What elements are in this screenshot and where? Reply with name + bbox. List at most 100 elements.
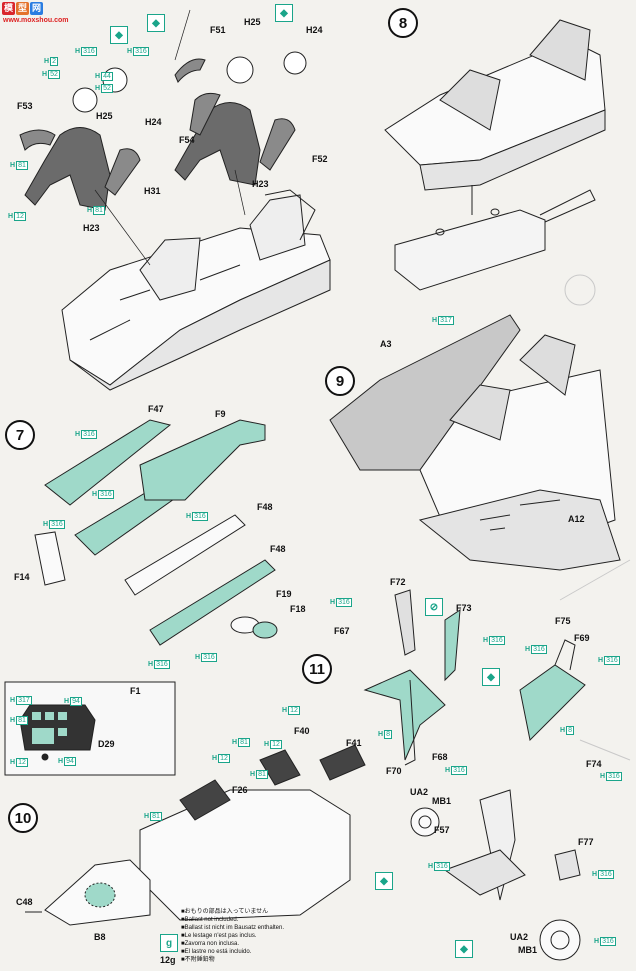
instrument-panel-inset: [4, 681, 176, 776]
color-prefix: H: [87, 207, 93, 214]
assemble-pair-icon: ◆: [275, 4, 293, 22]
color-code: 12: [288, 706, 300, 715]
fuselage-step9: [329, 314, 621, 571]
color-prefix: H: [75, 431, 81, 438]
part-label-F48: F48: [270, 544, 286, 554]
part-label-F41: F41: [346, 738, 362, 748]
step-number-7: 7: [5, 420, 35, 450]
color-prefix: H: [75, 48, 81, 55]
part-label-F51: F51: [210, 25, 226, 35]
color-prefix: H: [10, 717, 16, 724]
color-prefix: H: [148, 661, 154, 668]
landing-gear-step11: [363, 589, 586, 961]
color-code: 8: [384, 730, 392, 739]
color-prefix: H: [127, 48, 133, 55]
site-logo: 模 型 网: [2, 2, 44, 15]
part-label-F19: F19: [276, 589, 292, 599]
part-label-F75: F75: [555, 616, 571, 626]
color-code: 316: [531, 645, 547, 654]
logo-char-2: 型: [16, 2, 29, 15]
color-prefix: H: [592, 871, 598, 878]
faded-background-art: [559, 274, 631, 761]
color-prefix: H: [330, 599, 336, 606]
color-code: 52: [101, 84, 113, 93]
color-code: 316: [434, 862, 450, 871]
color-prefix: H: [428, 863, 434, 870]
logo-char-1: 模: [2, 2, 15, 15]
color-prefix: H: [560, 727, 566, 734]
color-prefix: H: [600, 773, 606, 780]
part-label-F47: F47: [148, 404, 164, 414]
part-label-F52: F52: [312, 154, 328, 164]
part-label-A12: A12: [568, 514, 585, 524]
color-code: 8: [566, 726, 574, 735]
color-code: 12: [16, 758, 28, 767]
logo-char-3: 网: [30, 2, 43, 15]
part-label-MB1: MB1: [432, 796, 452, 806]
note-line: ■Ballast ist nicht im Bausatz enthalten.: [181, 925, 285, 931]
color-code: 317: [438, 316, 454, 325]
part-label-F67: F67: [334, 626, 350, 636]
color-prefix: H: [264, 741, 270, 748]
part-label-H23: H23: [252, 179, 269, 189]
color-code: 316: [600, 937, 616, 946]
ballast-weight: 12g: [160, 955, 176, 965]
color-code: 316: [98, 490, 114, 499]
part-label-H24: H24: [145, 117, 162, 127]
color-prefix: H: [232, 739, 238, 746]
color-code: 44: [101, 72, 113, 81]
color-prefix: H: [8, 213, 14, 220]
part-label-C48: C48: [16, 897, 33, 907]
color-code: 316: [604, 656, 620, 665]
color-prefix: H: [250, 771, 256, 778]
site-url: www.moxshou.com: [3, 17, 69, 24]
color-prefix: H: [282, 707, 288, 714]
assemble-pair-icon: ◆: [375, 872, 393, 890]
color-code: 81: [16, 161, 28, 170]
part-label-H25: H25: [244, 17, 261, 27]
part-label-F77: F77: [578, 837, 594, 847]
part-label-F73: F73: [456, 603, 472, 613]
part-label-UA2: UA2: [410, 787, 429, 797]
pilot-arms: [19, 58, 296, 196]
cockpit-tub-step6: [61, 189, 331, 391]
part-label-D29: D29: [98, 739, 115, 749]
color-code: 81: [238, 738, 250, 747]
assemble-pair-icon: ◆: [110, 26, 128, 44]
part-label-UA2: UA2: [510, 932, 529, 942]
color-code: 12: [218, 754, 230, 763]
color-prefix: H: [594, 938, 600, 945]
color-code: 81: [256, 770, 268, 779]
color-code: 316: [81, 430, 97, 439]
color-prefix: H: [10, 162, 16, 169]
color-prefix: H: [10, 759, 16, 766]
color-prefix: H: [95, 85, 101, 92]
color-prefix: H: [378, 731, 384, 738]
part-label-F54: F54: [179, 135, 195, 145]
note-line: ■不附錘鉛物: [181, 957, 215, 963]
color-prefix: H: [195, 654, 201, 661]
step-number-8: 8: [388, 8, 418, 38]
